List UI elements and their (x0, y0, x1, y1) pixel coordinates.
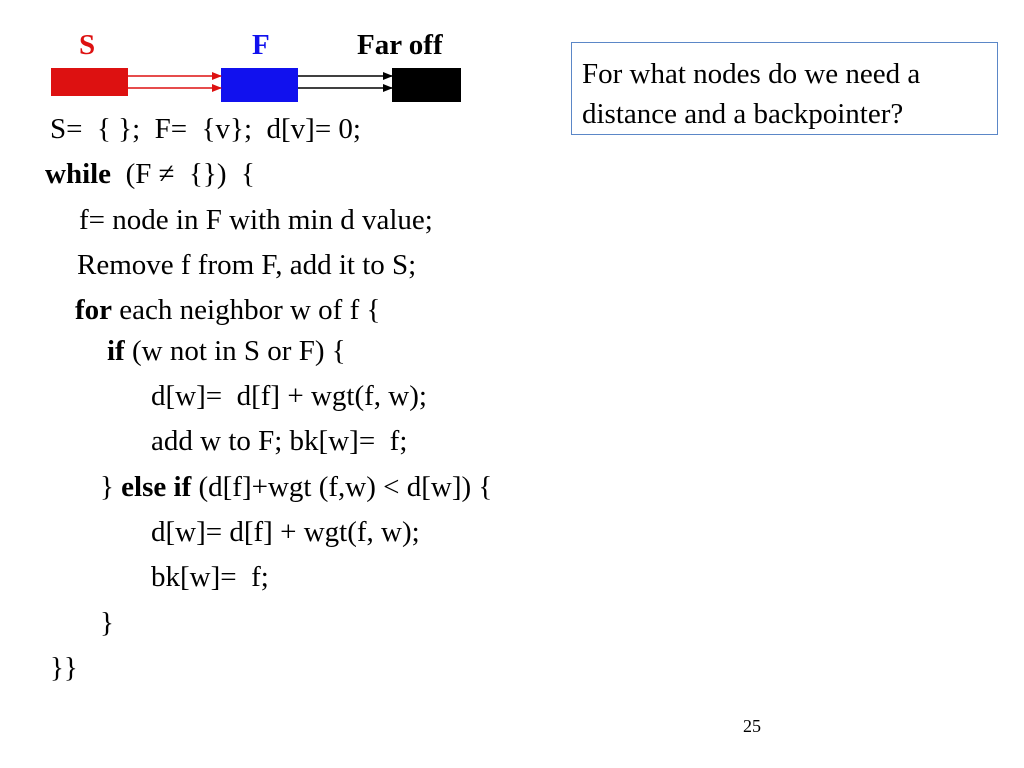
legend-label-f: F (252, 29, 270, 61)
settled-set-box (51, 68, 128, 96)
legend-arrows (128, 72, 393, 92)
legend-label-s: S (79, 29, 96, 61)
question-line-1: For what nodes do we need a (582, 58, 921, 90)
code-line-6-rest: (w not in S or F) { (124, 335, 346, 367)
code-line-12: } (100, 607, 114, 639)
code-line-9-brace: } (100, 471, 122, 503)
code-line-6: if (w not in S or F) { (107, 337, 346, 366)
code-line-9-rest: (d[f]+wgt (f,w) < d[w]) { (191, 471, 493, 503)
code-line-8: add w to F; bk[w]= f; (151, 425, 408, 457)
code-line-2: while (F ≠ {}) { (45, 160, 255, 189)
code-line-5-rest: each neighbor w of f { (112, 294, 381, 326)
code-line-11: bk[w]= f; (151, 561, 269, 593)
question-line-2: distance and a backpointer? (582, 98, 904, 130)
frontier-set-box (221, 68, 298, 102)
far-off-set-box (392, 68, 461, 102)
code-line-4: Remove f from F, add it to S; (77, 249, 417, 281)
code-line-13: }} (50, 652, 78, 684)
legend-label-far-off: Far off (357, 29, 443, 61)
code-line-9: } else if (d[f]+wgt (f,w) < d[w]) { (100, 473, 492, 502)
keyword-while: while (45, 158, 112, 190)
code-line-7: d[w]= d[f] + wgt(f, w); (151, 380, 427, 412)
code-line-1: S= { }; F= {v}; d[v]= 0; (50, 113, 361, 145)
code-line-10: d[w]= d[f] + wgt(f, w); (151, 516, 420, 548)
code-line-5: for each neighbor w of f { (75, 296, 380, 325)
keyword-if: if (107, 335, 125, 367)
keyword-for: for (75, 294, 113, 326)
code-line-2-rest: (F ≠ {}) { (111, 158, 255, 190)
slide-number: 25 (743, 716, 761, 736)
keyword-else-if: else if (121, 471, 192, 503)
question-callout: For what nodes do we need a distance and… (571, 42, 998, 135)
code-line-3: f= node in F with min d value; (79, 204, 433, 236)
